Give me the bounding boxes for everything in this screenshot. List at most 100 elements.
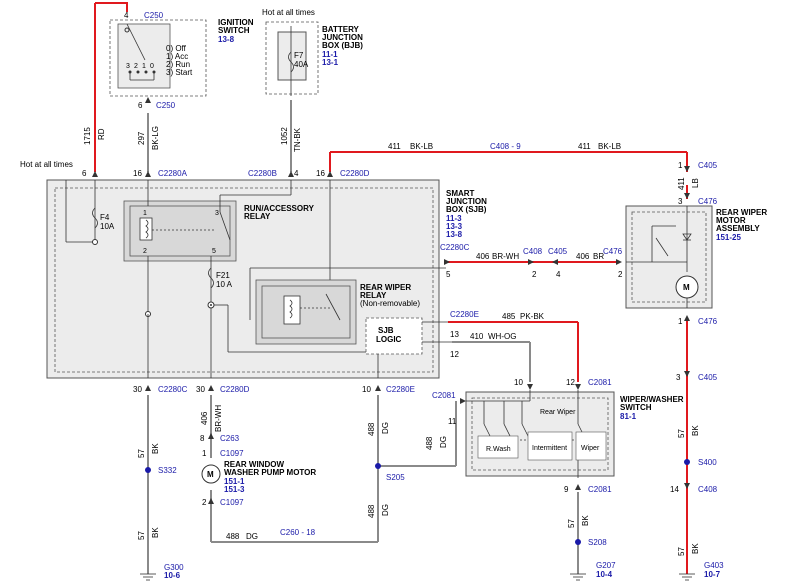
bjb-title-3: BOX (BJB) bbox=[322, 41, 363, 50]
rwm-title-2: MOTOR bbox=[716, 216, 746, 225]
sjb-title-3: BOX (SJB) bbox=[446, 205, 487, 214]
c2081-bot: C2081 bbox=[588, 485, 612, 494]
c410-label: 410 bbox=[470, 332, 484, 341]
bjb-ref-2: 13-1 bbox=[322, 58, 339, 67]
c411a-label: 411 bbox=[388, 142, 401, 151]
dgd-label: DG bbox=[439, 436, 448, 448]
c488b-label: 488 bbox=[367, 422, 376, 436]
ws-ref: 81-1 bbox=[620, 412, 637, 421]
wiper-label: Wiper bbox=[581, 445, 600, 452]
c476-top-pin: 3 bbox=[678, 197, 683, 206]
c476-mid: C476 bbox=[603, 247, 623, 256]
sjb-hot-label: Hot at all times bbox=[20, 160, 73, 169]
c1097b-pin: 2 bbox=[202, 498, 207, 507]
g403-ref: 10-7 bbox=[704, 570, 721, 579]
bka-label: BK bbox=[151, 443, 160, 454]
c1097a: C1097 bbox=[220, 449, 244, 458]
c476-bot: C476 bbox=[698, 317, 718, 326]
relay-pin-1: 1 bbox=[143, 210, 147, 217]
c2081-pin-10: 10 bbox=[514, 378, 523, 387]
bkd-label: BK bbox=[691, 543, 700, 554]
s205: S205 bbox=[386, 473, 405, 482]
bjb-title-2: JUNCTION bbox=[322, 33, 363, 42]
brwh-label: BR-WH bbox=[492, 252, 519, 261]
c263-pin: 8 bbox=[200, 434, 205, 443]
g300: G300 bbox=[164, 563, 184, 572]
sjb-pin-5: 5 bbox=[446, 270, 451, 279]
sjb-pin-4: 4 bbox=[294, 169, 299, 178]
sjb-c2280a: C2280A bbox=[158, 169, 188, 178]
c1052-label: 1052 bbox=[280, 127, 289, 145]
ws-title-2: SWITCH bbox=[620, 403, 652, 412]
c2081-pin-9: 9 bbox=[564, 485, 569, 494]
c405-bot: C405 bbox=[698, 373, 718, 382]
br-label: BR bbox=[593, 252, 604, 261]
sjb-ref-3: 13-8 bbox=[446, 230, 463, 239]
rwm-ref: 151-25 bbox=[716, 233, 741, 242]
sjb-title-2: JUNCTION bbox=[446, 197, 487, 206]
c57a-label: 57 bbox=[137, 449, 146, 458]
s208: S208 bbox=[588, 538, 607, 547]
c405-mid: C405 bbox=[548, 247, 568, 256]
mid-wire-labels: 406 BR-WH C408 2 C405 4 406 BR C476 2 48… bbox=[470, 247, 623, 341]
ground-g207 bbox=[570, 573, 586, 581]
battery-junction-box: Hot at all times F7 40A BATTERY JUNCTION… bbox=[262, 8, 363, 96]
wp-ref-1: 151-1 bbox=[224, 477, 245, 486]
washer-pump-column: 57 BK S332 57 BK 406 BR-WH 8 C263 1 C109… bbox=[137, 405, 448, 541]
upper-wire-labels: 1715 RD 297 BK-LG 1052 TN-BK 411 BK-LB C… bbox=[83, 126, 621, 152]
rear-wiper-relay-title-3: (Non-removable) bbox=[360, 299, 420, 308]
g300-ref: 10-6 bbox=[164, 571, 181, 580]
rear-wiper-motor-m: M bbox=[683, 283, 690, 292]
rwm-title-3: ASSEMBLY bbox=[716, 224, 760, 233]
rear-wiper-label: Rear Wiper bbox=[540, 409, 576, 416]
c2081-left: C2081 bbox=[432, 391, 456, 400]
c297-label: 297 bbox=[137, 131, 146, 145]
bkb-label: BK bbox=[151, 527, 160, 538]
sjb-c2280e: C2280E bbox=[450, 310, 479, 319]
c406v-label: 406 bbox=[200, 411, 209, 425]
c408-mid: C408 bbox=[523, 247, 543, 256]
c2081-pin-11: 11 bbox=[448, 417, 457, 426]
ignition-title-2: SWITCH bbox=[218, 26, 250, 35]
c411b-label: 411 bbox=[578, 142, 591, 151]
sjb-c2280d: C2280D bbox=[340, 169, 370, 178]
sjb-pin-13: 13 bbox=[450, 330, 459, 339]
g207: G207 bbox=[596, 561, 616, 570]
g207-ref: 10-4 bbox=[596, 570, 613, 579]
c57c-label: 57 bbox=[567, 519, 576, 528]
c408-9-label: C408 - 9 bbox=[490, 142, 521, 151]
c405-mid-pin: 4 bbox=[556, 270, 561, 279]
ignition-title-1: IGNITION bbox=[218, 18, 254, 27]
wp-ref-2: 151-3 bbox=[224, 485, 245, 494]
bkc-label: BK bbox=[581, 515, 590, 526]
c408-bot: C408 bbox=[698, 485, 718, 494]
c488d-label: 488 bbox=[425, 436, 434, 450]
c250-top-pin: 4 bbox=[124, 11, 129, 20]
pos-start: 3) Start bbox=[166, 68, 193, 77]
sjb-pin-6: 6 bbox=[82, 169, 87, 178]
sjb-bot-c2280e: C2280E bbox=[386, 385, 415, 394]
s400: S400 bbox=[698, 458, 717, 467]
fuse-f7: F7 bbox=[294, 51, 304, 60]
fuse-f21: F21 bbox=[216, 271, 230, 280]
ground-g300 bbox=[140, 573, 156, 581]
c408-mid-pin: 2 bbox=[532, 270, 537, 279]
rwash-label: R.Wash bbox=[486, 446, 511, 453]
pos-off: 0) Off bbox=[166, 44, 187, 53]
wiper-washer-switch: 10 12 C2081 C2081 11 Rear Wiper R.Wash I… bbox=[432, 378, 684, 547]
dga-label: DG bbox=[246, 532, 258, 541]
sjb-bot-30b: 30 bbox=[196, 385, 205, 394]
sjb-pin-16d: 16 bbox=[316, 169, 325, 178]
rear-wiper-motor-assembly: 1 C405 411 LB 3 C476 M REAR WIPER MOTOR … bbox=[625, 161, 767, 556]
sjb-bot-30a: 30 bbox=[133, 385, 142, 394]
lb-label: LB bbox=[691, 178, 700, 188]
pkbk-label: PK-BK bbox=[520, 312, 545, 321]
c476-bot-pin: 1 bbox=[678, 317, 683, 326]
c57d-label: 57 bbox=[677, 547, 686, 556]
c488a-label: 488 bbox=[226, 532, 240, 541]
contact-2: 2 bbox=[134, 63, 138, 70]
wp-title-2: WASHER PUMP MOTOR bbox=[224, 468, 316, 477]
washer-pump-m: M bbox=[207, 470, 214, 479]
c57b-label: 57 bbox=[137, 531, 146, 540]
c406b-label: 406 bbox=[576, 252, 590, 261]
